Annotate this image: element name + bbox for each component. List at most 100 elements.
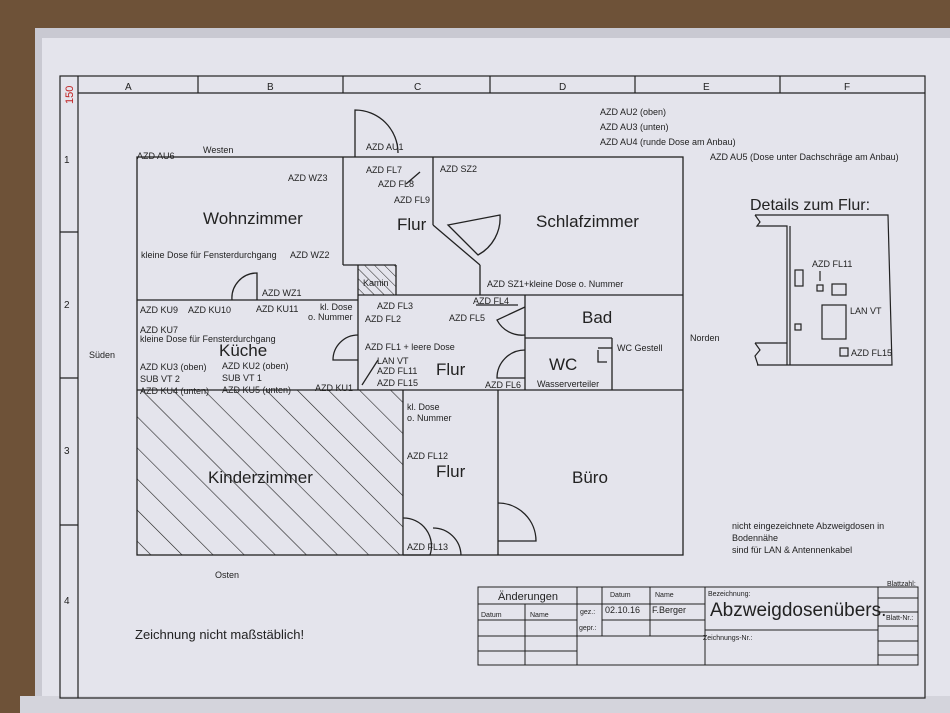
- tb-name-head: Name: [655, 592, 674, 599]
- label-fl2: AZD FL2: [365, 314, 401, 324]
- label-o-nummer-2: o. Nummer: [407, 413, 452, 423]
- label-fl3: AZD FL3: [377, 301, 413, 311]
- column-label: F: [844, 82, 850, 93]
- label-wc-gestell: WC Gestell: [617, 343, 663, 353]
- socket-labels: AZD AU1 AZD AU2 (oben) AZD AU3 (unten) A…: [89, 107, 899, 580]
- label-kl-dose-2: kl. Dose: [407, 402, 440, 412]
- tb-bezeichnung: Abzweigdosenübers.: [710, 600, 886, 621]
- label-lanvt: LAN VT: [377, 356, 409, 366]
- room-wc: WC: [549, 355, 577, 374]
- row-label: 2: [64, 300, 70, 311]
- paper-sheet: [42, 38, 950, 700]
- sheet-frame: [59, 75, 926, 699]
- tb-blattzahl: Blattzahl:: [887, 581, 916, 588]
- label-sz1: AZD SZ1+kleine Dose o. Nummer: [487, 279, 623, 289]
- label-ku3: AZD KU3 (oben): [140, 362, 207, 372]
- column-labels: A B C D E F: [125, 82, 850, 93]
- kamin-hatch: [358, 265, 396, 295]
- label-fl11: AZD FL11: [377, 366, 417, 376]
- label-ku1: AZD KU1: [315, 383, 353, 393]
- label-ku2: AZD KU2 (oben): [222, 361, 289, 371]
- label-ku11: AZD KU11: [256, 304, 298, 314]
- label-fl8: AZD FL8: [378, 179, 414, 189]
- label-wz-small: kleine Dose für Fensterdurchgang: [141, 250, 277, 260]
- label-au3: AZD AU3 (unten): [600, 122, 669, 132]
- room-buero: Büro: [572, 468, 608, 487]
- direction-west: Westen: [203, 145, 233, 155]
- tb-zeichnungs-nr: Zeichnungs-Nr.:: [703, 635, 752, 642]
- note-line-1: nicht eingezeichnete Abzweigdosen in: [732, 521, 884, 531]
- tb-name-col: Name: [530, 612, 549, 619]
- label-fl15: AZD FL15: [377, 378, 418, 388]
- row-label: 1: [64, 155, 70, 166]
- paper-bottom: [20, 696, 950, 713]
- label-fl1: AZD FL1 + leere Dose: [365, 342, 455, 352]
- label-au6: AZD AU6: [137, 151, 175, 161]
- room-names: Wohnzimmer Flur Schlafzimmer Kamin Küche…: [203, 209, 639, 487]
- label-au5: AZD AU5 (Dose unter Dachschräge am Anbau…: [710, 152, 899, 162]
- title-block-text: Änderungen Datum Name Datum Name gez.: g…: [481, 581, 916, 642]
- note-line-2: Bodennähe: [732, 533, 778, 543]
- row-labels: 1 2 3 4: [64, 155, 70, 607]
- label-fl7: AZD FL7: [366, 165, 402, 175]
- label-fl9: AZD FL9: [394, 195, 430, 205]
- direction-east: Osten: [215, 570, 239, 580]
- room-kamin: Kamin: [363, 278, 389, 288]
- label-fl12: AZD FL12: [407, 451, 448, 461]
- label-wz3: AZD WZ3: [288, 173, 328, 183]
- scale-note: Zeichnung nicht maßstäblich!: [135, 627, 304, 642]
- details-fl15: AZD FL15: [851, 348, 892, 358]
- walls: [136, 109, 684, 556]
- label-au1: AZD AU1: [366, 142, 404, 152]
- details-title: Details zum Flur:: [750, 197, 870, 214]
- label-ku5: AZD KU5 (unten): [222, 385, 291, 395]
- details-fl11: AZD FL11: [812, 259, 852, 269]
- label-ku9: AZD KU9: [140, 305, 178, 315]
- label-sz2: AZD SZ2: [440, 164, 477, 174]
- direction-south: Süden: [89, 350, 115, 360]
- label-sub2: SUB VT 2: [140, 374, 180, 384]
- room-flur-top: Flur: [397, 215, 427, 234]
- tb-date: 02.10.16: [605, 605, 640, 615]
- row-label: 3: [64, 446, 70, 457]
- column-label: E: [703, 82, 710, 93]
- column-label: C: [414, 82, 421, 93]
- tb-changes: Änderungen: [498, 591, 558, 603]
- label-o-nummer-1: o. Nummer: [308, 312, 353, 322]
- room-bad: Bad: [582, 308, 612, 327]
- label-fl5: AZD FL5: [449, 313, 485, 323]
- room-flur-mid: Flur: [436, 360, 466, 379]
- label-ku4: AZD KU4 (unten): [140, 386, 209, 396]
- label-fl6: AZD FL6: [485, 380, 521, 390]
- tb-blatt-nr: Blatt-Nr.:: [886, 615, 913, 622]
- tb-datum-head: Datum: [610, 592, 631, 599]
- room-wohnzimmer: Wohnzimmer: [203, 209, 303, 228]
- label-ku7: AZD KU7: [140, 325, 178, 335]
- room-kueche: Küche: [219, 341, 267, 360]
- direction-north: Norden: [690, 333, 720, 343]
- label-wz2: AZD WZ2: [290, 250, 330, 260]
- label-ku10: AZD KU10: [188, 305, 231, 315]
- label-ku-small: kleine Dose für Fensterdurchgang: [140, 334, 276, 344]
- details-flur-panel: [754, 214, 893, 366]
- room-kinderzimmer: Kinderzimmer: [208, 468, 313, 487]
- tb-datum-col: Datum: [481, 612, 502, 619]
- notes: nicht eingezeichnete Abzweigdosen in Bod…: [732, 521, 884, 555]
- row-label: 4: [64, 596, 70, 607]
- tb-author: F.Berger: [652, 605, 686, 615]
- details-lanvt: LAN VT: [850, 306, 882, 316]
- label-fl13: AZD FL13: [407, 542, 448, 552]
- column-label: B: [267, 82, 274, 93]
- label-fl4: AZD FL4: [473, 296, 509, 306]
- room-flur-bottom: Flur: [436, 462, 466, 481]
- note-line-3: sind für LAN & Antennenkabel: [732, 545, 852, 555]
- tb-gez: gez.:: [580, 609, 595, 616]
- room-schlafzimmer: Schlafzimmer: [536, 212, 639, 231]
- kinderzimmer-hatch: [137, 390, 403, 555]
- room-wasserverteiler: Wasserverteiler: [537, 379, 599, 389]
- column-label: D: [559, 82, 566, 93]
- label-wz1: AZD WZ1: [262, 288, 302, 298]
- tb-bezeichnung-label: Bezeichnung:: [708, 591, 750, 598]
- label-au4: AZD AU4 (runde Dose am Anbau): [600, 137, 736, 147]
